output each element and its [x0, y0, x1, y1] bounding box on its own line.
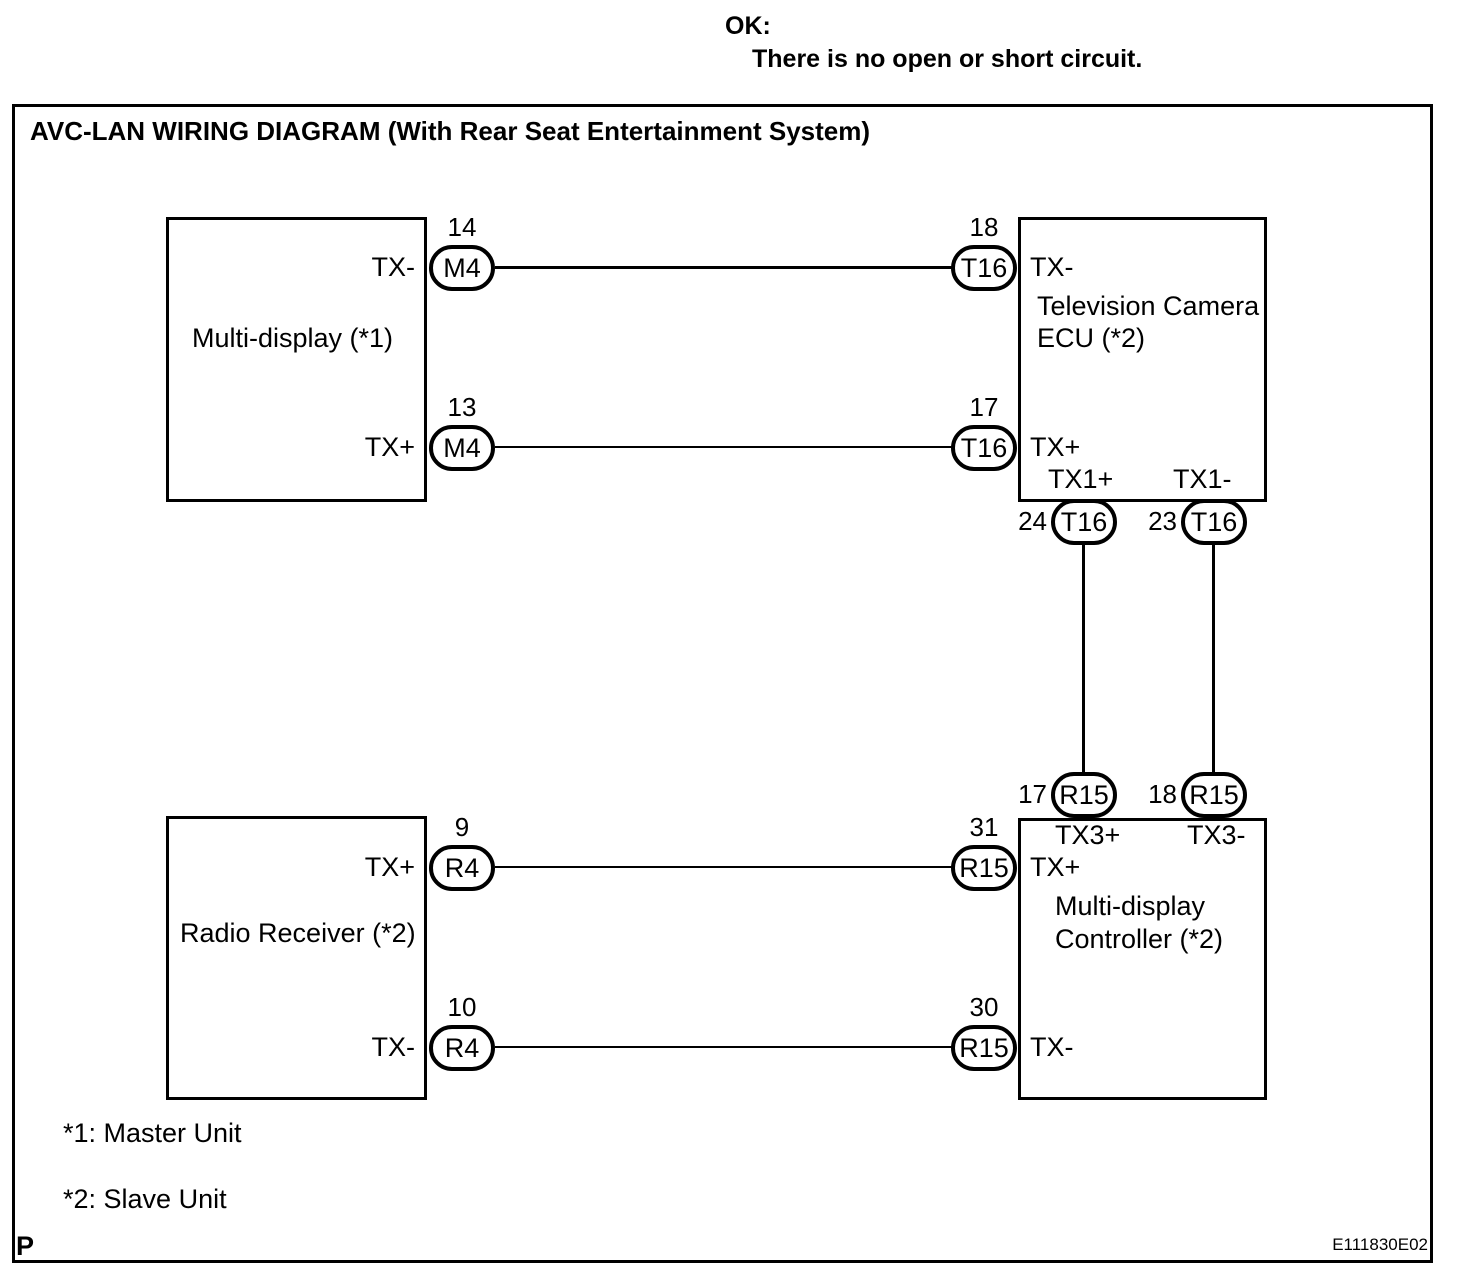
- unit-box-md-controller: [1018, 818, 1267, 1100]
- note-slave-unit: *2: Slave Unit: [63, 1184, 227, 1214]
- pin-number-ecu-23: 23: [1148, 506, 1177, 536]
- connector-t16-pin-18: T16: [951, 245, 1017, 291]
- pin-number-ecu-18: 18: [969, 212, 999, 242]
- wire-tx1-minus-vertical: [1212, 540, 1215, 776]
- signal-label-ctrl-tx-minus: TX-: [1030, 1032, 1074, 1062]
- signal-label-ecu-tx-plus: TX+: [1030, 432, 1081, 462]
- signal-label-ecu-tx-minus: TX-: [1030, 252, 1074, 282]
- unit-label-radio-receiver: Radio Receiver (*2): [180, 918, 416, 948]
- pin-number-ctrl-31: 31: [969, 812, 999, 842]
- wire-tx-plus-bottom: [495, 866, 952, 868]
- unit-box-tv-camera-ecu: [1018, 217, 1267, 502]
- pin-number-ctrl-30: 30: [969, 992, 999, 1022]
- signal-label-ctrl-tx3-minus: TX3-: [1187, 820, 1246, 850]
- connector-r4-pin-9: R4: [429, 845, 495, 891]
- unit-label-multi-display: Multi-display (*1): [192, 323, 394, 353]
- wire-tx-minus-bottom: [495, 1046, 952, 1048]
- page-letter: P: [16, 1231, 35, 1261]
- signal-label-ecu-tx1-plus: TX1+: [1048, 464, 1114, 494]
- connector-code: T16: [1060, 506, 1108, 537]
- ok-description: There is no open or short circuit.: [752, 45, 1143, 73]
- signal-label-ecu-tx1-minus: TX1-: [1173, 464, 1232, 494]
- connector-m4-pin-13: M4: [429, 425, 495, 471]
- wire-tx-plus-top: [495, 446, 952, 448]
- connector-code: R15: [1059, 779, 1109, 810]
- diagram-title: AVC-LAN WIRING DIAGRAM (With Rear Seat E…: [30, 116, 871, 146]
- connector-code: M4: [443, 432, 481, 463]
- unit-label-tv-camera-ecu: Television Camera ECU (*2): [1037, 291, 1260, 353]
- pin-number-md-14: 14: [447, 212, 477, 242]
- unit-box-multi-display: [166, 217, 427, 502]
- wire-tx-minus-top: [495, 266, 952, 269]
- signal-label-radio-tx-minus: TX-: [371, 1032, 416, 1062]
- connector-r15-pin-17: R15: [1051, 772, 1117, 818]
- connector-code: R4: [444, 1032, 480, 1063]
- pin-number-radio-9: 9: [454, 812, 470, 842]
- connector-code: R4: [444, 852, 480, 883]
- figure-code: E111830E02: [1332, 1235, 1428, 1254]
- connector-code: T16: [960, 252, 1008, 283]
- connector-t16-pin-17: T16: [951, 425, 1017, 471]
- signal-label-md-tx-plus: TX+: [364, 432, 415, 462]
- pin-number-ctrl-17: 17: [1018, 779, 1047, 809]
- pin-number-ecu-17: 17: [969, 392, 999, 422]
- connector-code: R15: [959, 1032, 1009, 1063]
- connector-code: R15: [1189, 779, 1239, 810]
- pin-number-md-13: 13: [447, 392, 477, 422]
- ok-heading: OK:: [725, 12, 771, 40]
- connector-code: M4: [443, 252, 481, 283]
- note-master-unit: *1: Master Unit: [63, 1118, 242, 1148]
- connector-r4-pin-10: R4: [429, 1025, 495, 1071]
- connector-r15-pin-30: R15: [951, 1025, 1017, 1071]
- pin-number-ecu-24: 24: [1018, 506, 1047, 536]
- connector-code: T16: [1190, 506, 1238, 537]
- connector-r15-pin-18: R15: [1181, 772, 1247, 818]
- connector-t16-pin-24: T16: [1051, 499, 1117, 545]
- signal-label-radio-tx-plus: TX+: [364, 852, 415, 882]
- connector-t16-pin-23: T16: [1181, 499, 1247, 545]
- signal-label-md-tx-minus: TX-: [371, 252, 416, 282]
- connector-code: R15: [959, 852, 1009, 883]
- unit-box-radio-receiver: [166, 816, 427, 1100]
- wire-tx1-plus-vertical: [1082, 540, 1085, 776]
- connector-m4-pin-14: M4: [429, 245, 495, 291]
- pin-number-radio-10: 10: [447, 992, 477, 1022]
- signal-label-ctrl-tx-plus: TX+: [1030, 852, 1081, 882]
- signal-label-ctrl-tx3-plus: TX3+: [1055, 820, 1121, 850]
- unit-label-md-controller: Multi-display Controller (*2): [1055, 891, 1224, 954]
- pin-number-ctrl-18: 18: [1148, 779, 1177, 809]
- connector-code: T16: [960, 432, 1008, 463]
- connector-r15-pin-31: R15: [951, 845, 1017, 891]
